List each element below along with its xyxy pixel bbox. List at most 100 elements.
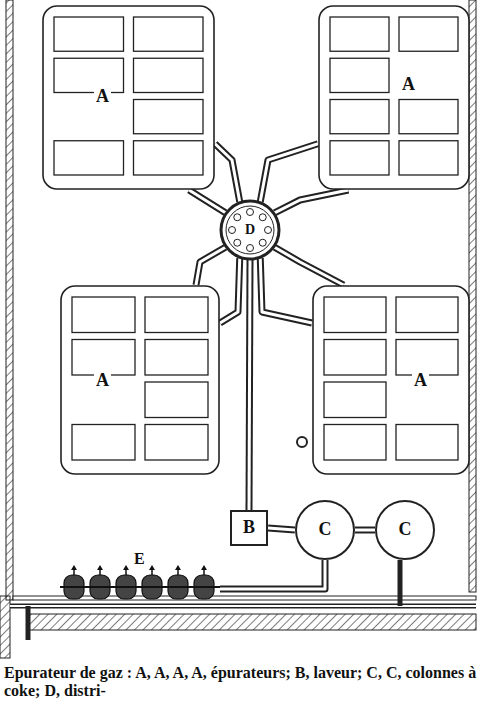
gas-pipe	[215, 144, 240, 202]
purifier-box: A	[318, 5, 470, 190]
purifier-box-outline	[42, 5, 215, 190]
purifier-outline	[43, 6, 214, 189]
pipe-bore	[355, 529, 375, 532]
part-letter: A	[94, 371, 111, 391]
pipe-wall	[260, 144, 318, 202]
coke-column: C	[375, 500, 435, 560]
hub-valve	[234, 214, 241, 221]
purifier-box: A	[42, 5, 215, 190]
purifier-tray	[330, 100, 389, 134]
gas-pipe	[268, 528, 295, 530]
purifier-tray	[324, 382, 386, 418]
condenser-row: E	[60, 551, 220, 601]
pipe-wall	[355, 527, 375, 534]
purifier-tray	[54, 141, 124, 175]
gas-pipe	[196, 247, 225, 285]
pipe-bore	[275, 247, 344, 285]
condenser-tip	[71, 565, 77, 570]
pipe-bore	[275, 190, 349, 213]
purifier-tray	[330, 17, 389, 51]
gas-pipe	[189, 190, 225, 213]
purifier-box: A	[312, 285, 470, 475]
figure-caption: Epurateur de gaz : A, A, A, A, épurateur…	[4, 664, 494, 701]
purifier-tray	[54, 17, 124, 51]
purifier-outline	[313, 286, 469, 474]
pipe-bore	[260, 144, 318, 202]
purifier-tray	[72, 425, 135, 461]
hub-valve	[259, 239, 266, 246]
pipe-bore	[220, 560, 325, 589]
purifier-tray	[324, 425, 386, 461]
pipe-wall	[275, 190, 349, 213]
part-letter: A	[412, 371, 429, 391]
pipe-bore	[196, 247, 225, 285]
purifier-tray	[72, 297, 135, 333]
coke-column: C	[295, 500, 355, 560]
pipe-wall	[196, 247, 225, 285]
valve-ring	[297, 437, 307, 447]
hub-valve	[247, 245, 254, 252]
pipe-wall	[189, 190, 225, 213]
purifier-tray	[145, 425, 208, 461]
gas-pipe	[355, 530, 375, 531]
hub-valve	[259, 214, 266, 221]
right-wall	[469, 0, 476, 592]
pipe-wall	[220, 560, 325, 589]
purifier-tray	[134, 17, 204, 51]
hub-outline	[221, 201, 279, 259]
gas-pipe	[220, 258, 240, 323]
pipe-bore	[215, 144, 240, 202]
corner-wall	[0, 596, 10, 658]
part-letter: E	[132, 550, 147, 568]
purifier-tray	[396, 297, 458, 333]
part-letter: A	[94, 87, 111, 107]
purifier-tray	[330, 141, 389, 175]
purifier-tray	[396, 340, 458, 376]
hub-valve	[234, 239, 241, 246]
purifier-box: A	[60, 285, 220, 475]
hub-valve	[229, 227, 236, 234]
pipe-bore	[220, 258, 240, 323]
condenser-tip	[149, 565, 155, 570]
column-outline	[376, 501, 434, 559]
purifier-tray	[324, 340, 386, 376]
main-pipe-bore	[10, 605, 476, 607]
purifier-tray	[72, 340, 135, 376]
purifier-box-outline	[312, 285, 470, 475]
outlet-pipe	[26, 606, 31, 640]
purifier-tray	[134, 141, 204, 175]
purifier-box-outline	[318, 5, 470, 190]
part-letter: C	[317, 520, 334, 540]
purifier-tray	[134, 100, 204, 134]
purifier-tray	[324, 297, 386, 333]
condenser-tip	[175, 565, 181, 570]
purifier-tray	[399, 17, 458, 51]
column-outline	[296, 501, 354, 559]
washer-box: B	[230, 510, 268, 546]
purifier-tray	[330, 58, 389, 92]
pipe-bore	[268, 528, 295, 530]
pipe-wall	[275, 247, 344, 285]
purifier-tray	[145, 382, 208, 418]
hub-valve	[247, 209, 254, 216]
purifier-outline	[61, 286, 219, 474]
condenser-tip	[201, 565, 207, 570]
condenser-tip	[97, 565, 103, 570]
purifier-tray	[145, 297, 208, 333]
gas-pipe	[260, 144, 318, 202]
purifier-box-outline	[60, 285, 220, 475]
part-letter: D	[243, 222, 257, 237]
condenser-tip	[123, 565, 129, 570]
pipe-wall	[215, 144, 240, 202]
gas-pipe	[275, 190, 349, 213]
gas-pipe	[275, 247, 344, 285]
pipe-wall	[268, 528, 295, 530]
hub-valve	[265, 227, 272, 234]
purifier-tray	[396, 425, 458, 461]
pipe-bore	[249, 260, 250, 510]
purifier-tray	[134, 58, 204, 92]
left-wall	[6, 0, 13, 600]
purifier-tray	[145, 340, 208, 376]
purifier-tray	[399, 100, 458, 134]
